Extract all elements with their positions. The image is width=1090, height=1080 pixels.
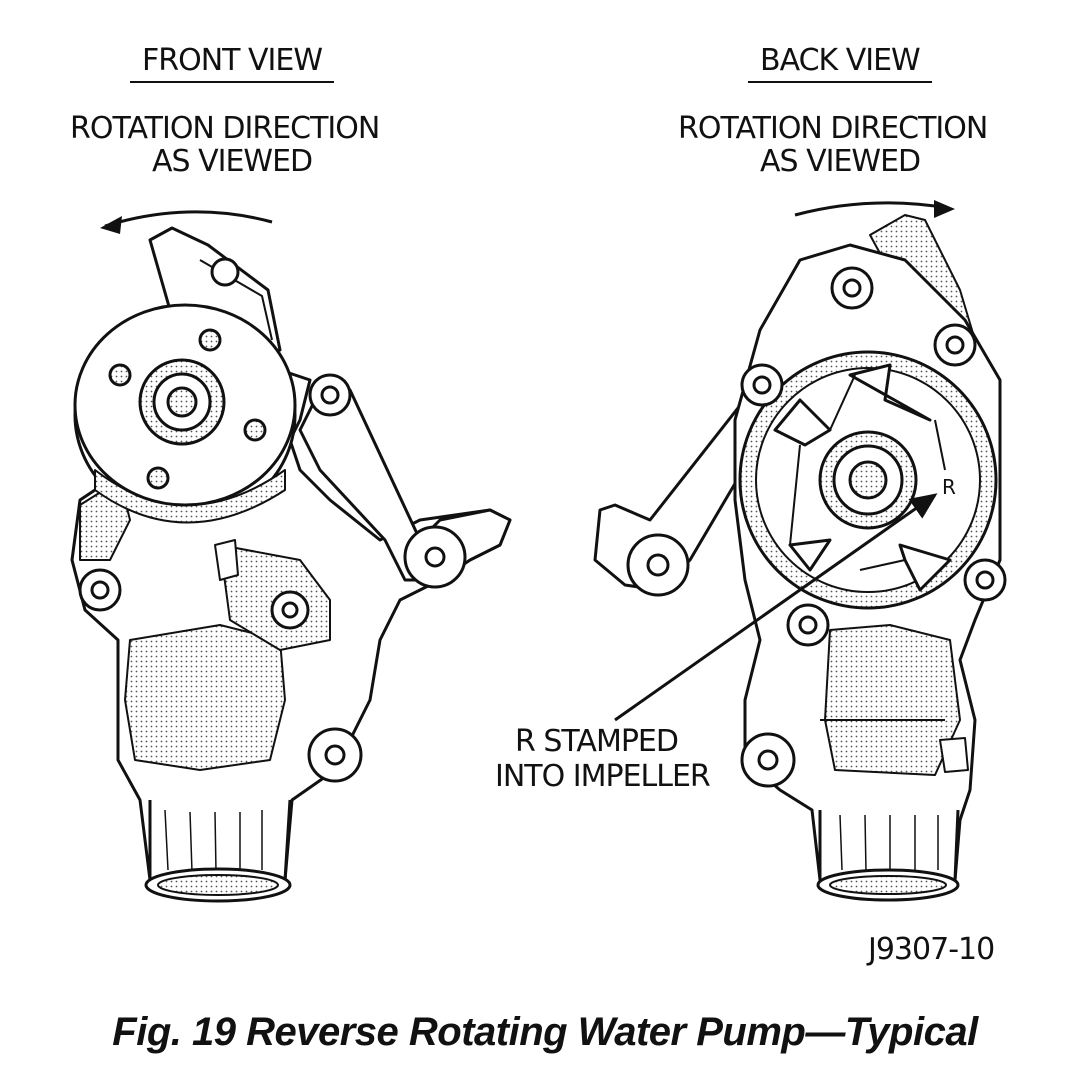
figure-id: J9307-10	[868, 932, 995, 967]
back-rotation-label-line2: AS VIEWED	[760, 144, 921, 179]
stamp-letter: R	[942, 475, 956, 499]
back-view-title: BACK VIEW	[748, 44, 932, 83]
water-pump-diagram: R	[70, 200, 1007, 903]
front-rotation-label-line1: ROTATION DIRECTION	[70, 111, 380, 146]
callout-line1: R STAMPED	[515, 724, 679, 759]
back-rotation-arrow	[794, 201, 949, 217]
back-rotation-label-line1: ROTATION DIRECTION	[678, 111, 988, 146]
callout-line2: INTO IMPELLER	[495, 759, 711, 794]
front-rotation-arrow	[104, 210, 273, 228]
front-rotation-label-line2: AS VIEWED	[152, 144, 313, 179]
figure-caption: Fig. 19 Reverse Rotating Water Pump—Typi…	[112, 1010, 978, 1054]
front-view-title: FRONT VIEW	[130, 44, 335, 83]
callout-leader-line	[614, 493, 938, 722]
back-view-pump	[593, 200, 1007, 902]
front-view-pump	[70, 210, 512, 903]
